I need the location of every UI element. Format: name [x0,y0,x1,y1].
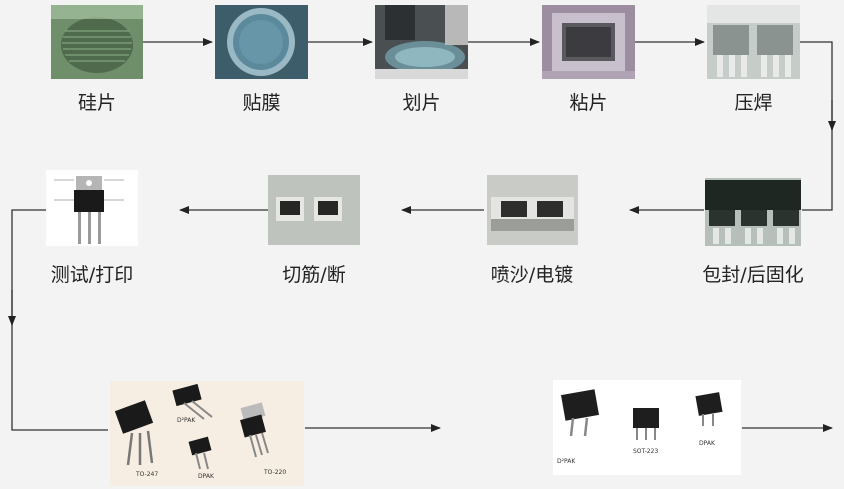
film-wafer-icon [215,5,308,79]
step-1-label: 硅片 [77,92,116,114]
wire-bond-icon [707,5,800,79]
step-5-wire-bond-image [707,5,800,79]
plated-frame-icon [487,175,578,245]
packages-right-image: D²PAK SOT-223 DPAK [553,380,741,475]
smd-packages-icon [553,380,741,475]
die-on-frame-icon [542,5,635,79]
step-9-test-image [46,170,138,246]
trimmed-units-icon [268,175,360,245]
pkg-label-dpak-left: DPAK [198,473,214,480]
step-5-label: 压焊 [734,92,773,114]
wafer-icon [51,5,143,79]
step-7-plating-image [487,175,578,245]
step-6-molding-image [705,178,801,246]
step-9-label: 测试/打印 [50,264,134,286]
power-packages-icon [110,381,304,486]
pkg-label-dpak-right: DPAK [699,440,715,447]
step-8-label: 切筋/断 [282,264,346,286]
step-7-label: 喷沙/电镀 [490,264,574,286]
step-1-wafer-image [51,5,143,79]
step-2-film-image [215,5,308,79]
step-3-label: 划片 [402,92,441,114]
step-3-dicing-image [375,5,468,79]
to220-transistor-icon [46,170,138,246]
pkg-label-d2pak-left: D²PAK [177,417,196,424]
dicing-saw-icon [375,5,468,79]
pkg-label-to220: TO-220 [264,469,287,476]
pkg-label-d2pak-right: D²PAK [557,458,576,465]
arrow-5-6-line [800,41,833,211]
step-6-label: 包封/后固化 [702,264,804,286]
step-2-label: 贴膜 [242,92,281,114]
packages-left-image: TO-247 D²PAK TO-220 DPAK [110,381,304,486]
step-4-label: 粘片 [569,92,608,114]
pkg-label-to247: TO-247 [136,471,159,478]
molded-package-icon [705,178,801,246]
step-4-die-attach-image [542,5,635,79]
pkg-label-sot223: SOT-223 [633,448,659,455]
step-8-trim-image [268,175,360,245]
